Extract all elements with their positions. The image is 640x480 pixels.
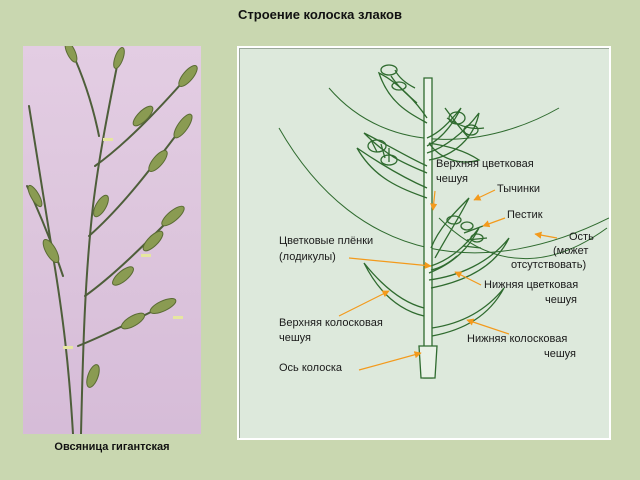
- arrow-stamens: [473, 189, 496, 201]
- arrow-upper-flower-scale: [430, 190, 438, 211]
- spikelet: [64, 46, 78, 63]
- arrow-awn: [534, 231, 558, 239]
- label-lower-spikelet-scale: Нижняя колосковая: [467, 333, 567, 345]
- floret-top: [380, 64, 398, 76]
- label-upper-spikelet-scale: Верхняя колосковая: [279, 317, 383, 329]
- label-awn: Ость: [569, 231, 594, 243]
- label-stamens: Тычинки: [497, 183, 540, 195]
- label-upper-flower-scale: Верхняя цветковая: [436, 158, 534, 170]
- axis-base: [418, 345, 438, 379]
- label-upper-flower-scale: чешуя: [436, 173, 468, 185]
- grass-photo: [23, 46, 201, 434]
- spikelet: [86, 364, 100, 388]
- pistil: [462, 225, 488, 249]
- floret-top: [391, 81, 407, 91]
- spikelet: [132, 105, 154, 127]
- spikelet: [142, 230, 164, 252]
- label-lower-flower-scale: Нижняя цветковая: [484, 279, 578, 291]
- anther: [63, 346, 73, 349]
- spikelet: [148, 150, 168, 172]
- label-lower-flower-scale: чешуя: [545, 294, 577, 306]
- floret-low: [430, 197, 470, 259]
- stem: [94, 75, 189, 167]
- label-pistil: Пестик: [507, 209, 543, 221]
- arrow-lower-spikelet-scale: [466, 318, 510, 335]
- spikelet: [173, 113, 193, 139]
- stem: [70, 49, 100, 137]
- grass-illustration: [26, 46, 198, 434]
- spikelet-axis: [423, 77, 433, 379]
- floret-mid: [444, 107, 485, 139]
- flower-scale: [426, 112, 480, 161]
- photo-caption: Овсяница гигантская: [54, 441, 170, 453]
- spikelet: [149, 298, 177, 314]
- label-upper-spikelet-scale: чешуя: [279, 332, 311, 344]
- label-awn: отсутствовать): [511, 259, 586, 271]
- spikelet: [161, 205, 185, 227]
- spikelet: [27, 184, 43, 208]
- flower-scale: [426, 107, 462, 147]
- label-lodicules: (лодикулы): [279, 251, 336, 263]
- awn-arc: [328, 87, 560, 140]
- stamen: [460, 221, 474, 231]
- anther: [103, 138, 113, 141]
- awn-arc: [438, 217, 608, 260]
- label-axis: Ось колоска: [279, 362, 343, 374]
- stem: [28, 105, 74, 434]
- spikelet: [113, 47, 125, 69]
- label-lodicules: Цветковые плёнки: [279, 235, 373, 247]
- spikelet-diagram: Верхняя цветковая чешуя Тычинки Пестик О…: [237, 46, 611, 440]
- flower-scale: [356, 147, 428, 199]
- spikelet: [93, 194, 109, 218]
- stamen: [446, 215, 462, 225]
- spikelet: [178, 65, 198, 87]
- arrow-axis: [358, 351, 422, 371]
- slide-title: Строение колоска злаков: [238, 7, 402, 22]
- spikelet: [112, 266, 134, 286]
- lower-spikelet-scale: [431, 287, 505, 337]
- stem: [80, 55, 120, 434]
- spikelet: [42, 238, 60, 264]
- arrow-lodicules: [348, 257, 432, 269]
- arrow-pistil: [482, 217, 506, 228]
- flower-scale: [363, 132, 428, 174]
- label-lower-spikelet-scale: чешуя: [544, 348, 576, 360]
- flower-scale: [377, 71, 428, 124]
- label-awn: (может: [553, 245, 588, 257]
- floret-mid: [448, 111, 466, 125]
- lodicule: [430, 255, 458, 271]
- stem: [88, 125, 184, 237]
- arrow-upper-spikelet-scale: [338, 290, 390, 317]
- spikelet: [120, 312, 146, 330]
- floret: [370, 139, 390, 162]
- spikelet-drawing: Верхняя цветковая чешуя Тычинки Пестик О…: [278, 64, 609, 379]
- upper-flower-scale: [428, 227, 480, 274]
- floret-top: [390, 69, 418, 104]
- floret-mid: [463, 124, 479, 136]
- upper-spikelet-scale: [363, 262, 425, 317]
- floret-mid: [428, 142, 481, 163]
- anther: [141, 254, 151, 257]
- arrow-lower-flower-scale: [454, 271, 482, 286]
- anther: [173, 316, 183, 319]
